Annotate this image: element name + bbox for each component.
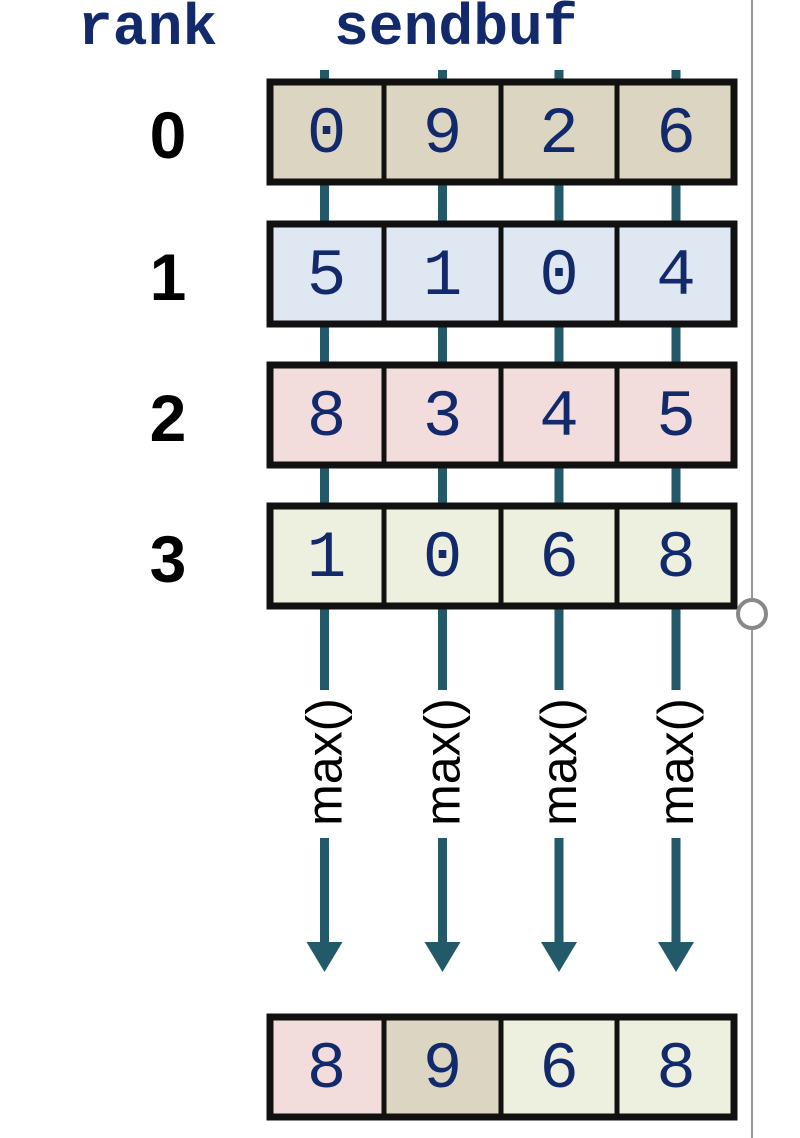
max-operation-label: max() (648, 698, 704, 826)
sendbuf-value: 0 (307, 97, 347, 172)
label-gap (416, 690, 469, 838)
sendbuf-cell (502, 365, 616, 465)
arrow-head (424, 942, 461, 972)
sendbuf-cell (502, 506, 616, 606)
sendbuf-value: 2 (539, 97, 579, 172)
sendbuf-column-header: sendbuf (334, 0, 578, 62)
sendbuf-value: 0 (539, 239, 579, 314)
sendbuf-value: 5 (656, 380, 696, 455)
sendbuf-value: 0 (423, 521, 463, 596)
arrow-head (658, 942, 694, 972)
rank-number: 1 (150, 240, 187, 314)
result-cell (618, 1017, 734, 1117)
sendbuf-cell (270, 82, 383, 182)
sendbuf-cell (618, 224, 734, 324)
sendbuf-cell (385, 82, 500, 182)
result-value: 8 (307, 1032, 347, 1107)
sendbuf-cell (502, 82, 616, 182)
sendbuf-cell (270, 365, 383, 465)
sendbuf-value: 6 (656, 97, 696, 172)
max-operation-label: max() (297, 698, 353, 826)
sendbuf-value: 9 (423, 97, 463, 172)
sendbuf-value: 5 (307, 239, 347, 314)
sendbuf-value: 1 (423, 239, 463, 314)
rank-number: 0 (150, 98, 187, 172)
sendbuf-row-outline (266, 78, 738, 186)
sendbuf-value: 6 (539, 521, 579, 596)
rank-number: 2 (150, 381, 187, 455)
result-value: 8 (656, 1032, 696, 1107)
result-value: 9 (423, 1032, 463, 1107)
label-gap (650, 690, 702, 838)
rank-number: 3 (150, 522, 187, 596)
sendbuf-row-outline (266, 361, 738, 469)
result-cell (270, 1017, 383, 1117)
arrow-head (541, 942, 577, 972)
max-operation-label: max() (531, 698, 587, 826)
sendbuf-value: 1 (307, 521, 347, 596)
result-value: 6 (539, 1032, 579, 1107)
sendbuf-value: 4 (539, 380, 579, 455)
sendbuf-cell (385, 506, 500, 606)
rank-column-header: rank (78, 0, 217, 62)
sendbuf-cell (618, 506, 734, 606)
sendbuf-cell (385, 224, 500, 324)
result-cell (385, 1017, 500, 1117)
sendbuf-row-outline (266, 220, 738, 328)
sendbuf-cell (618, 82, 734, 182)
sendbuf-cell (385, 365, 500, 465)
label-gap (298, 690, 351, 838)
resize-handle[interactable] (736, 598, 768, 630)
sendbuf-cell (502, 224, 616, 324)
sendbuf-value: 4 (656, 239, 696, 314)
sendbuf-value: 3 (423, 380, 463, 455)
result-buffer-outline (266, 1013, 738, 1121)
max-operation-label: max() (415, 698, 471, 826)
sendbuf-cell (270, 506, 383, 606)
sendbuf-cell (270, 224, 383, 324)
sendbuf-value: 8 (656, 521, 696, 596)
sendbuf-cell (618, 365, 734, 465)
sendbuf-row-outline (266, 502, 738, 610)
arrow-head (306, 942, 343, 972)
sendbuf-value: 8 (307, 380, 347, 455)
label-gap (533, 690, 585, 838)
result-cell (502, 1017, 616, 1117)
